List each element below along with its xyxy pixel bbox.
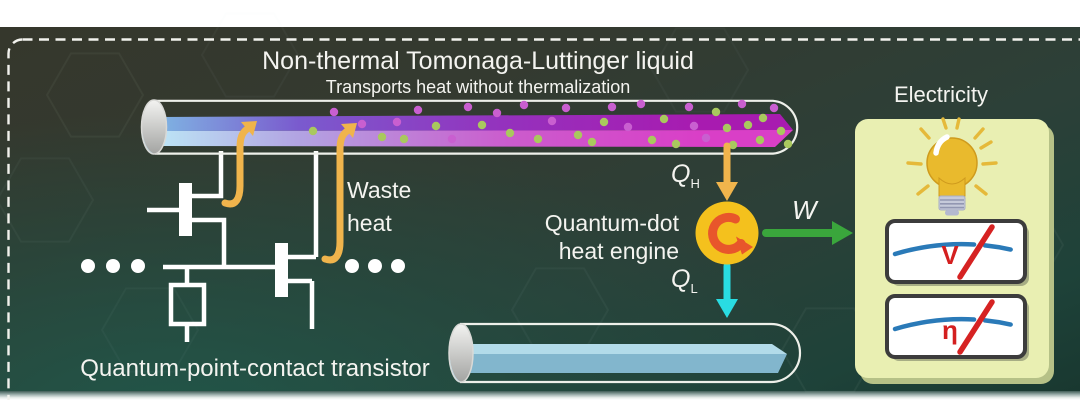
particle-dot — [722, 123, 732, 133]
particle-dot — [587, 137, 597, 147]
ellipsis-dots — [81, 259, 405, 273]
particle-dot — [728, 140, 738, 150]
particle-dot — [776, 126, 786, 136]
particle-dot — [689, 121, 699, 131]
particle-dot — [547, 116, 557, 126]
waste-heat-label: Waste heat — [347, 174, 411, 239]
q-cold-label: QL — [671, 265, 698, 296]
waste-heat-line2: heat — [347, 209, 392, 236]
particle-dot — [701, 133, 711, 143]
particle-dot — [636, 99, 646, 109]
particle-dot — [477, 120, 487, 130]
hot-arrow-icon — [716, 142, 738, 201]
transistor-bar — [275, 243, 288, 297]
cold-tube-outline — [460, 322, 802, 384]
particle-dot — [647, 135, 657, 145]
efficiency-meter — [885, 294, 1029, 361]
engine-label-line2: heat engine — [558, 238, 679, 265]
particle-dot — [684, 102, 694, 112]
cold-liquid-top — [467, 344, 787, 354]
tll-liquid-upper — [160, 114, 793, 131]
dashed-border — [7, 38, 1080, 400]
efficiency-letter: η — [942, 315, 958, 345]
particle-dot — [492, 108, 502, 118]
particle-dot — [743, 120, 753, 130]
electricity-label: Electricity — [893, 82, 989, 107]
waste-heat-line1: Waste — [347, 177, 412, 203]
qpc-circuit — [81, 151, 405, 342]
tll-tube-cap — [140, 99, 168, 155]
particle-dot — [392, 117, 402, 127]
engine-label: Quantum-dot heat engine — [545, 209, 679, 265]
circuit-wire — [192, 217, 227, 267]
cold-liquid-front — [467, 354, 787, 373]
particle-dot — [533, 134, 543, 144]
q-hot-subscript: H — [690, 176, 700, 191]
particle-dot — [561, 103, 571, 113]
engine-cycle-icon — [695, 201, 759, 265]
figure-subtitle: Transports heat without thermalization — [325, 77, 631, 97]
voltmeter — [885, 219, 1029, 286]
engine-label-line1: Quantum-dot — [544, 210, 679, 236]
particle-dot — [755, 135, 765, 145]
particle-dot — [607, 102, 617, 112]
particle-dot — [357, 119, 367, 129]
particle-dot — [769, 103, 779, 113]
circuit-wire — [288, 278, 315, 329]
particle-dot — [447, 134, 457, 144]
cold-arrow-icon — [716, 262, 738, 318]
particle-dot — [623, 122, 633, 132]
figure-title: Non-thermal Tomonaga-Luttinger liquid — [262, 47, 694, 75]
particle-dot — [519, 100, 529, 110]
tll-tube — [140, 99, 799, 155]
particle-dot — [431, 121, 441, 131]
particle-dot — [783, 139, 793, 149]
particle-dot — [737, 99, 747, 109]
q-cold-subscript: L — [690, 281, 698, 296]
tll-liquid-lower — [160, 130, 793, 147]
waste-heat-arrow-icon — [221, 121, 357, 264]
qpc-label: Quantum-point-contact transistor — [80, 355, 430, 382]
q-hot-label: QH — [671, 160, 700, 191]
electricity-panel — [855, 117, 1054, 384]
particle-dot — [711, 107, 721, 117]
cold-tube-cap-liquid — [449, 356, 461, 382]
tll-tube-outline — [155, 99, 799, 155]
particle-dot — [377, 132, 387, 142]
cold-tube — [448, 322, 802, 384]
q-cold-symbol: Q — [671, 265, 691, 293]
voltmeter-letter: V — [941, 240, 959, 270]
particle-dot — [399, 134, 409, 144]
work-label: W — [792, 195, 817, 225]
particle-dot — [505, 128, 515, 138]
circuit-wire — [288, 151, 319, 260]
particle-dot — [308, 126, 318, 136]
particle-dot — [463, 102, 473, 112]
work-arrow-icon — [762, 221, 853, 245]
lightbulb-icon — [906, 117, 998, 216]
particle-dot — [659, 114, 669, 124]
q-hot-symbol: Q — [671, 160, 691, 188]
cold-tube-cap — [448, 323, 474, 383]
particle-dot — [758, 113, 768, 123]
particle-dot — [413, 105, 423, 115]
particle-dot — [329, 107, 339, 117]
particle-dot — [599, 117, 609, 127]
figure-bottom-edge — [0, 391, 1080, 400]
tll-tube-cap-liquid — [142, 130, 154, 154]
particle-dot — [671, 139, 681, 149]
particle-dot — [573, 130, 583, 140]
circuit-wire — [192, 151, 224, 199]
particles — [308, 99, 793, 150]
transistor-bar — [179, 183, 192, 236]
resistor — [168, 282, 207, 327]
